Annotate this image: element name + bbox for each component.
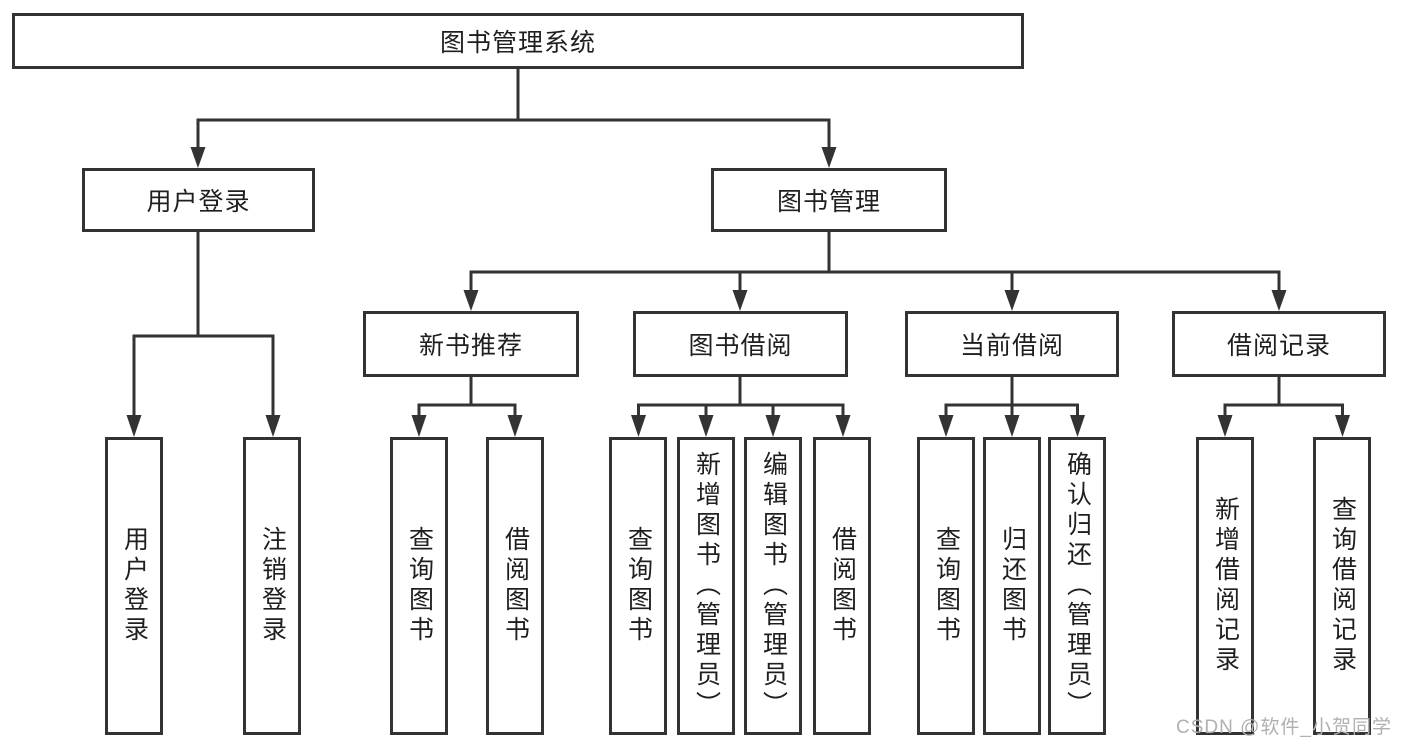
- leaf-records-query-record: 查询借阅记录: [1313, 437, 1371, 735]
- connector-new-book-recommend-to-leaves: [411, 377, 523, 437]
- leaf-user-login: 用户登录: [105, 437, 163, 735]
- connector-user-login-to-leaves: [126, 232, 281, 437]
- node-user-login: 用户登录: [82, 168, 315, 232]
- node-borrow-records: 借阅记录: [1172, 311, 1386, 377]
- leaf-current-confirm-return-admin: 确认归还（管理员）: [1048, 437, 1106, 735]
- connector-book-management-to-level3: [463, 232, 1287, 311]
- node-book-management: 图书管理: [711, 168, 947, 232]
- leaf-borrow-query-books: 查询图书: [609, 437, 667, 735]
- leaf-borrow-add-books-admin: 新增图书（管理员）: [677, 437, 735, 735]
- node-root: 图书管理系统: [12, 13, 1024, 69]
- leaf-newbook-borrow-books: 借阅图书: [486, 437, 544, 735]
- leaf-records-add-record: 新增借阅记录: [1196, 437, 1254, 735]
- leaf-borrow-borrow-books: 借阅图书: [813, 437, 871, 735]
- leaf-borrow-edit-books-admin: 编辑图书（管理员）: [744, 437, 802, 735]
- connector-book-borrow-to-leaves: [631, 377, 851, 437]
- leaf-logout: 注销登录: [243, 437, 301, 735]
- leaf-current-query-books: 查询图书: [917, 437, 975, 735]
- leaf-current-return-books: 归还图书: [983, 437, 1041, 735]
- connector-root-to-level2: [190, 69, 837, 168]
- connector-current-borrow-to-leaves: [938, 377, 1085, 437]
- node-new-book-recommend: 新书推荐: [363, 311, 579, 377]
- node-book-borrow: 图书借阅: [633, 311, 848, 377]
- leaf-newbook-query-books: 查询图书: [390, 437, 448, 735]
- node-current-borrow: 当前借阅: [905, 311, 1119, 377]
- connector-borrow-records-to-leaves: [1217, 377, 1350, 437]
- watermark: CSDN @软件_小贺同学: [1176, 717, 1392, 738]
